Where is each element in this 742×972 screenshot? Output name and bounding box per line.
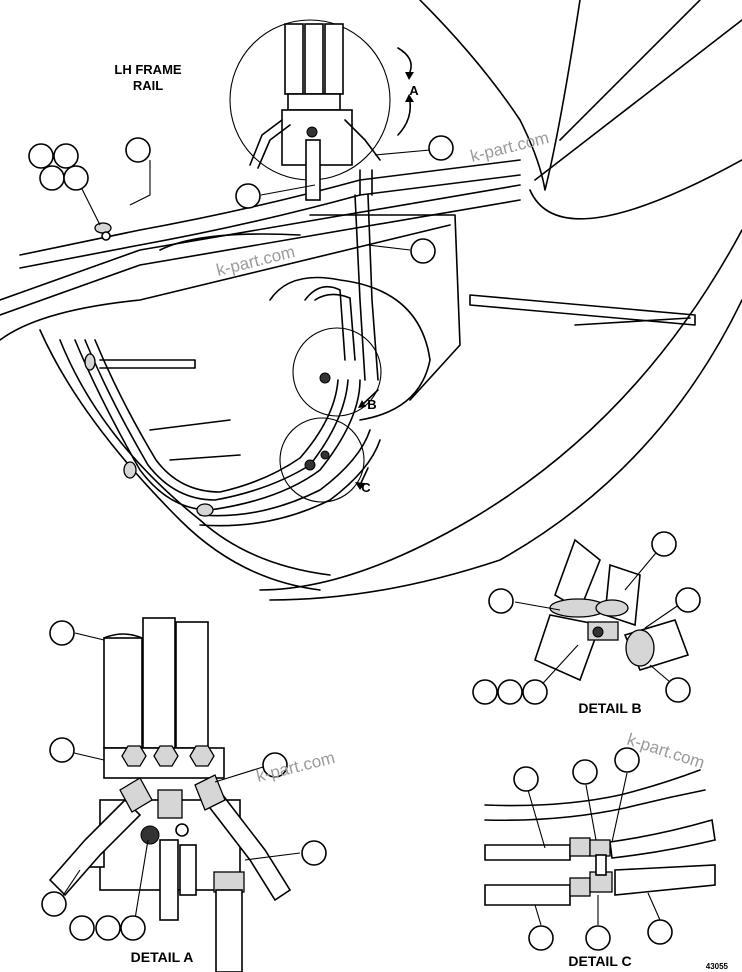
- watermark-text: k-part.com: [468, 128, 551, 166]
- callout-balloon: [301, 840, 327, 866]
- callout-balloon: [28, 143, 54, 169]
- callout-balloon: [95, 915, 121, 941]
- frame-rail-label-line2: RAIL: [133, 78, 163, 93]
- text-labels: LH FRAME RAIL A B C DETAIL A DETAIL B DE…: [114, 62, 728, 971]
- callout-balloon: [528, 925, 554, 951]
- callout-balloon: [675, 587, 701, 613]
- callout-balloon: [522, 679, 548, 705]
- detail-a-caption: DETAIL A: [131, 949, 194, 965]
- callout-balloon: [125, 137, 151, 163]
- callout-balloon: [497, 679, 523, 705]
- callout-balloon: [69, 915, 95, 941]
- detail-a: [48, 617, 301, 972]
- callout-balloon: [49, 737, 75, 763]
- callout-balloon: [235, 183, 261, 209]
- arrow-label-b: B: [367, 397, 376, 412]
- frame-rail-label-line1: LH FRAME: [114, 62, 181, 77]
- callout-balloon: [513, 766, 539, 792]
- detail-b: [514, 538, 690, 693]
- detail-b-caption: DETAIL B: [578, 700, 641, 716]
- figure-number: 43055: [706, 962, 729, 971]
- watermark-text: k-part.com: [214, 242, 297, 280]
- callout-balloon: [410, 238, 436, 264]
- callout-balloons: [28, 135, 701, 951]
- callout-balloon: [39, 165, 65, 191]
- callout-balloon: [651, 531, 677, 557]
- arrow-label-a: A: [409, 83, 419, 98]
- detail-c: [484, 769, 716, 926]
- detail-c-caption: DETAIL C: [568, 953, 631, 969]
- callout-balloon: [49, 620, 75, 646]
- callout-balloon: [428, 135, 454, 161]
- watermark-text: k-part.com: [254, 748, 337, 786]
- main-view: [0, 0, 742, 601]
- callout-balloon: [41, 891, 67, 917]
- callout-balloon: [665, 677, 691, 703]
- callout-balloon: [120, 915, 146, 941]
- callout-balloon: [488, 588, 514, 614]
- callout-balloon: [262, 752, 288, 778]
- callout-balloon: [585, 925, 611, 951]
- callout-balloon: [614, 747, 640, 773]
- callout-balloon: [63, 165, 89, 191]
- callout-balloon: [572, 759, 598, 785]
- arrow-label-c: C: [361, 480, 371, 495]
- callout-balloon: [472, 679, 498, 705]
- callout-balloon: [53, 143, 79, 169]
- callout-balloon: [647, 919, 673, 945]
